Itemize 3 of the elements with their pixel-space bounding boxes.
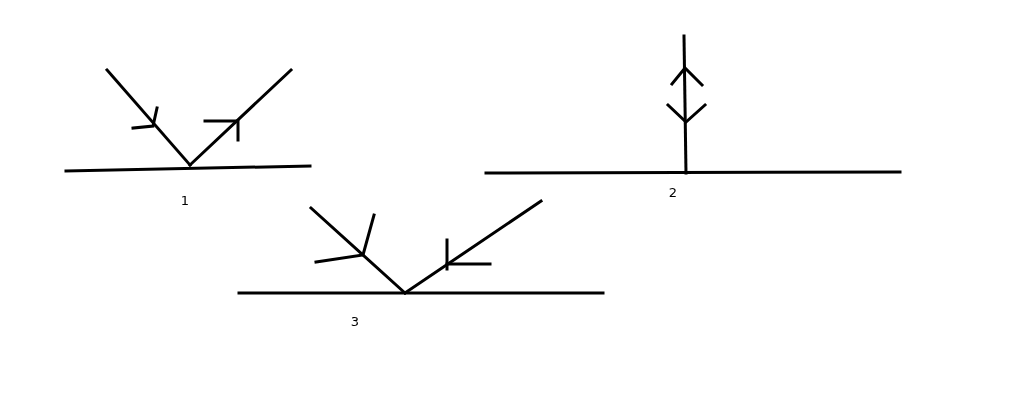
figure-number: 3 bbox=[350, 313, 360, 329]
figure-number: 2 bbox=[668, 184, 678, 200]
figure-number: 1 bbox=[180, 192, 190, 208]
